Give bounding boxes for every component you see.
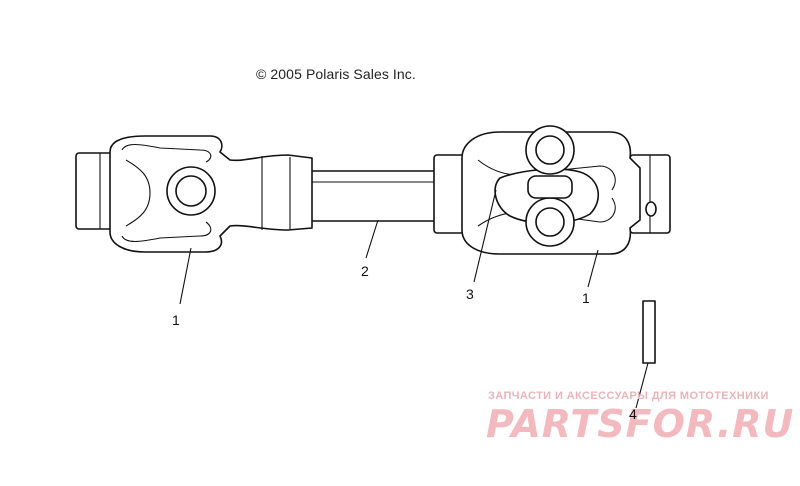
shaft-tube <box>299 170 441 222</box>
watermark-brand: PARTSFOR.RU <box>486 402 795 446</box>
watermark-tagline: ЗАПЧАСТИ И АКСЕССУАРЫ ДЛЯ МОТОТЕХНИКИ <box>488 390 769 402</box>
right-u-joint-yoke <box>433 125 671 255</box>
copyright-text: © 2005 Polaris Sales Inc. <box>256 66 416 82</box>
callout-1-right: 1 <box>582 290 590 306</box>
part-4-spacer <box>642 300 656 364</box>
leader-line-2 <box>365 219 379 259</box>
leader-line-1-right <box>587 249 599 288</box>
callout-2: 2 <box>361 263 369 279</box>
leader-line-1-left <box>179 247 192 305</box>
leader-line-3 <box>473 189 497 283</box>
callout-3: 3 <box>466 286 474 302</box>
left-u-joint-yoke <box>75 135 313 253</box>
callout-1-left: 1 <box>172 312 180 328</box>
callout-4: 4 <box>629 406 637 422</box>
leader-line-4 <box>635 362 649 409</box>
